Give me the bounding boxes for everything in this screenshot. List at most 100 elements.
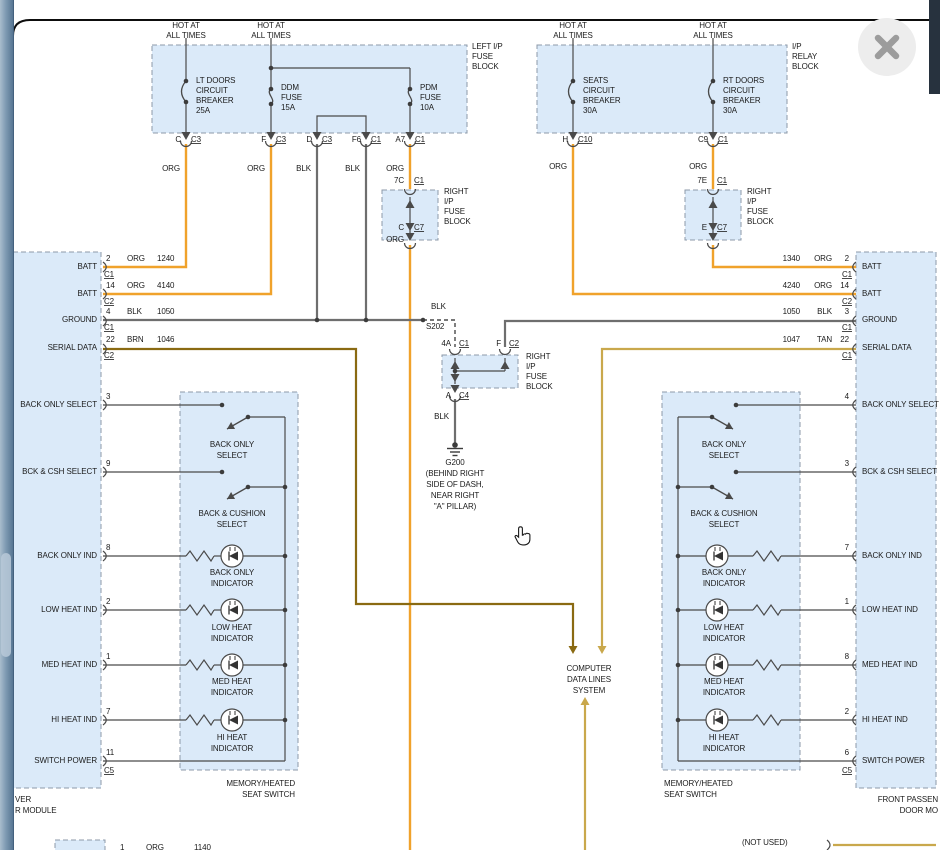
diagram-label: BACK ONLY IND: [862, 551, 922, 560]
diagram-label: 1240: [157, 254, 175, 263]
page-corner-backdrop: [929, 0, 940, 94]
diagram-label: C1: [414, 176, 425, 185]
diagram-label: LOW HEAT: [704, 623, 745, 632]
diagram-label: MEMORY/HEATED: [664, 779, 733, 788]
scrollbar-strip[interactable]: [0, 0, 14, 850]
diagram-label: ORG: [814, 254, 832, 263]
diagram-label: 14: [106, 281, 115, 290]
diagram-label: ORG: [162, 164, 180, 173]
switch-arm-arrowhead: [227, 422, 236, 430]
diagram-label: RIGHT: [526, 352, 551, 361]
diagram-label: C1: [717, 176, 728, 185]
pin-connector: [852, 343, 857, 355]
diagram-label: I/P: [747, 197, 756, 206]
diagram-label: BATT: [78, 289, 98, 298]
wire-internal: [316, 115, 367, 133]
diagram-label: GROUND: [62, 315, 97, 324]
diagram-label: 3: [845, 307, 850, 316]
connector-cup: [706, 188, 720, 196]
diagram-label: SWITCH POWER: [862, 756, 925, 765]
diagram-label: 1: [120, 843, 125, 850]
diagram-label: "A" PILLAR): [434, 502, 477, 511]
diagram-label: BLK: [296, 164, 312, 173]
pin-connector: [852, 466, 857, 478]
wire-tan: [600, 347, 856, 648]
diagram-label: NEAR RIGHT: [431, 491, 480, 500]
scroll-thumb[interactable]: [1, 553, 11, 657]
diagram-label: C3: [276, 135, 287, 144]
diagram-label: R MODULE: [15, 806, 56, 815]
arrowhead: [450, 361, 460, 369]
diagram-label: BACK & CUSHION: [198, 509, 265, 518]
diagram-label: BCK & CSH SELECT: [862, 467, 937, 476]
pin-connector: [102, 659, 107, 671]
diagram-label: 11: [106, 748, 115, 757]
resistor-icon: [752, 713, 782, 727]
diagram-label: FUSE: [472, 52, 493, 61]
diagram-label: C7: [414, 223, 425, 232]
diagram-label: BLK: [127, 307, 143, 316]
diagram-label: D: [306, 135, 312, 144]
diagram-label: BATT: [78, 262, 98, 271]
junction-dot: [282, 717, 288, 723]
diagram-label: RELAY: [792, 52, 818, 61]
diagram-label: HI HEAT: [217, 733, 247, 742]
arrowhead: [580, 697, 590, 705]
diagram-label: DOOR MO: [900, 806, 938, 815]
junction-dot: [314, 317, 320, 323]
diagram-label: SEATS: [583, 76, 608, 85]
diagram-label: FUSE: [281, 93, 302, 102]
diagram-label: 15A: [281, 103, 296, 112]
diagram-label: C5: [842, 766, 853, 775]
diagram-label: INDICATOR: [703, 634, 746, 643]
diagram-label: FRONT PASSEN: [878, 795, 939, 804]
diagram-label: DATA LINES: [567, 675, 611, 684]
diagram-label: INDICATOR: [211, 634, 254, 643]
arrowhead: [361, 132, 371, 140]
pin-connector: [102, 550, 107, 562]
junction-dot: [268, 86, 274, 92]
diagram-label: DDM: [281, 83, 299, 92]
diagram-label: (BEHIND RIGHT: [426, 469, 485, 478]
junction-dot: [183, 78, 189, 84]
diagram-label: 4140: [157, 281, 175, 290]
diagram-label: GROUND: [862, 315, 897, 324]
wire-blk-dashed: [423, 319, 456, 347]
diagram-label: C: [175, 135, 181, 144]
diagram-label: BACK ONLY: [702, 568, 747, 577]
diagram-label: CIRCUIT: [583, 86, 615, 95]
connector-cup: [264, 140, 278, 148]
junction-dot: [407, 86, 413, 92]
pin-connector: [852, 604, 857, 616]
diagram-label: ORG: [386, 164, 404, 173]
diagram-label: 1050: [157, 307, 175, 316]
diagram-label: 2: [845, 254, 850, 263]
diagram-label: BACK ONLY: [702, 440, 747, 449]
diagram-label: ALL TIMES: [166, 31, 206, 40]
diagram-label: C9: [698, 135, 709, 144]
junction-dot: [675, 484, 681, 490]
diagram-label: 4: [845, 392, 850, 401]
diagram-label: BLOCK: [472, 62, 499, 71]
diagram-label: INDICATOR: [211, 744, 254, 753]
arrowhead: [568, 646, 578, 654]
wire-org: [103, 144, 273, 296]
left-ip-fuse-block: [151, 44, 468, 134]
led-diode: [229, 551, 238, 561]
ground-icon: [452, 442, 458, 448]
wire-org: [103, 144, 188, 269]
junction-dot: [282, 662, 288, 668]
diagram-label: BRN: [127, 335, 144, 344]
diagram-label: C: [398, 223, 404, 232]
diagram-label: C1: [842, 323, 853, 332]
led-diode: [714, 605, 723, 615]
diagram-label: ORG: [127, 254, 145, 263]
close-button[interactable]: [858, 18, 916, 76]
pin-connector: [852, 755, 857, 767]
diagram-label: 8: [845, 652, 850, 661]
arrowhead: [405, 233, 415, 241]
diagram-label: I/P: [526, 362, 535, 371]
memory-heated-seat-switch-left: [179, 391, 299, 771]
diagram-label: LOW HEAT IND: [41, 605, 97, 614]
diagram-label: BACK & CUSHION: [690, 509, 757, 518]
